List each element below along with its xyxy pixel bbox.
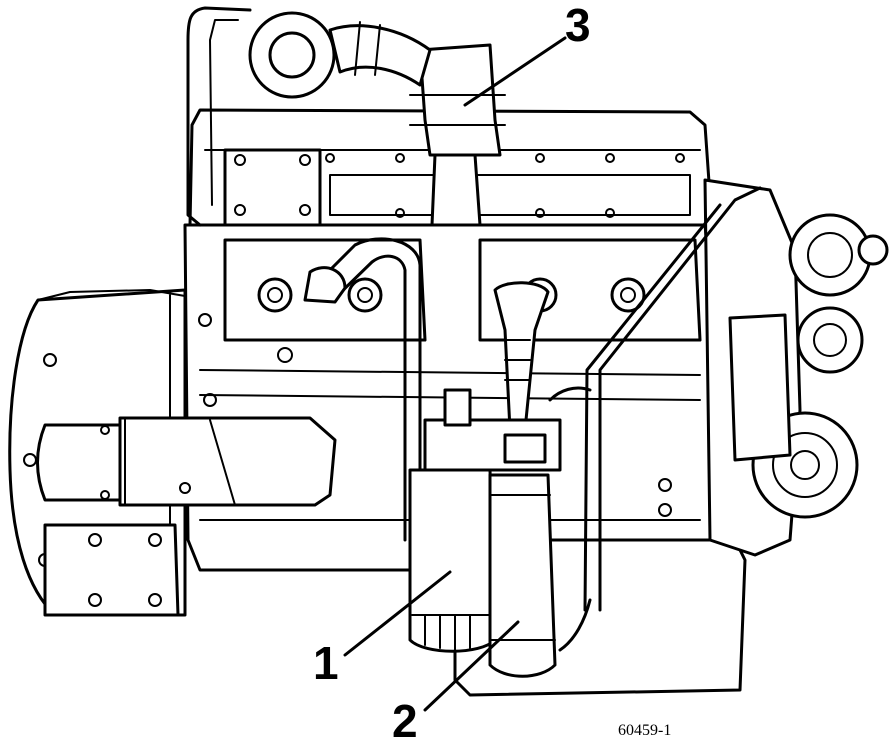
engine-mount-bracket xyxy=(43,523,180,617)
callout-leaders xyxy=(343,36,567,712)
callout-3: 3 xyxy=(565,0,591,51)
leader-line-2 xyxy=(423,620,520,712)
turbocharger xyxy=(186,6,432,227)
crankcase-breather xyxy=(409,43,506,227)
filter-head xyxy=(423,388,562,472)
front-pulleys xyxy=(703,178,889,557)
bypass-oil-filter xyxy=(488,473,557,678)
oil-lines xyxy=(303,186,762,652)
callout-2: 2 xyxy=(392,695,418,747)
oil-filter xyxy=(408,468,497,653)
leader-line-3 xyxy=(463,36,567,107)
figure-id-label: 60459-1 xyxy=(618,722,672,739)
callout-1: 1 xyxy=(313,637,339,689)
starter-motor xyxy=(36,416,337,507)
leader-line-1 xyxy=(343,570,452,657)
